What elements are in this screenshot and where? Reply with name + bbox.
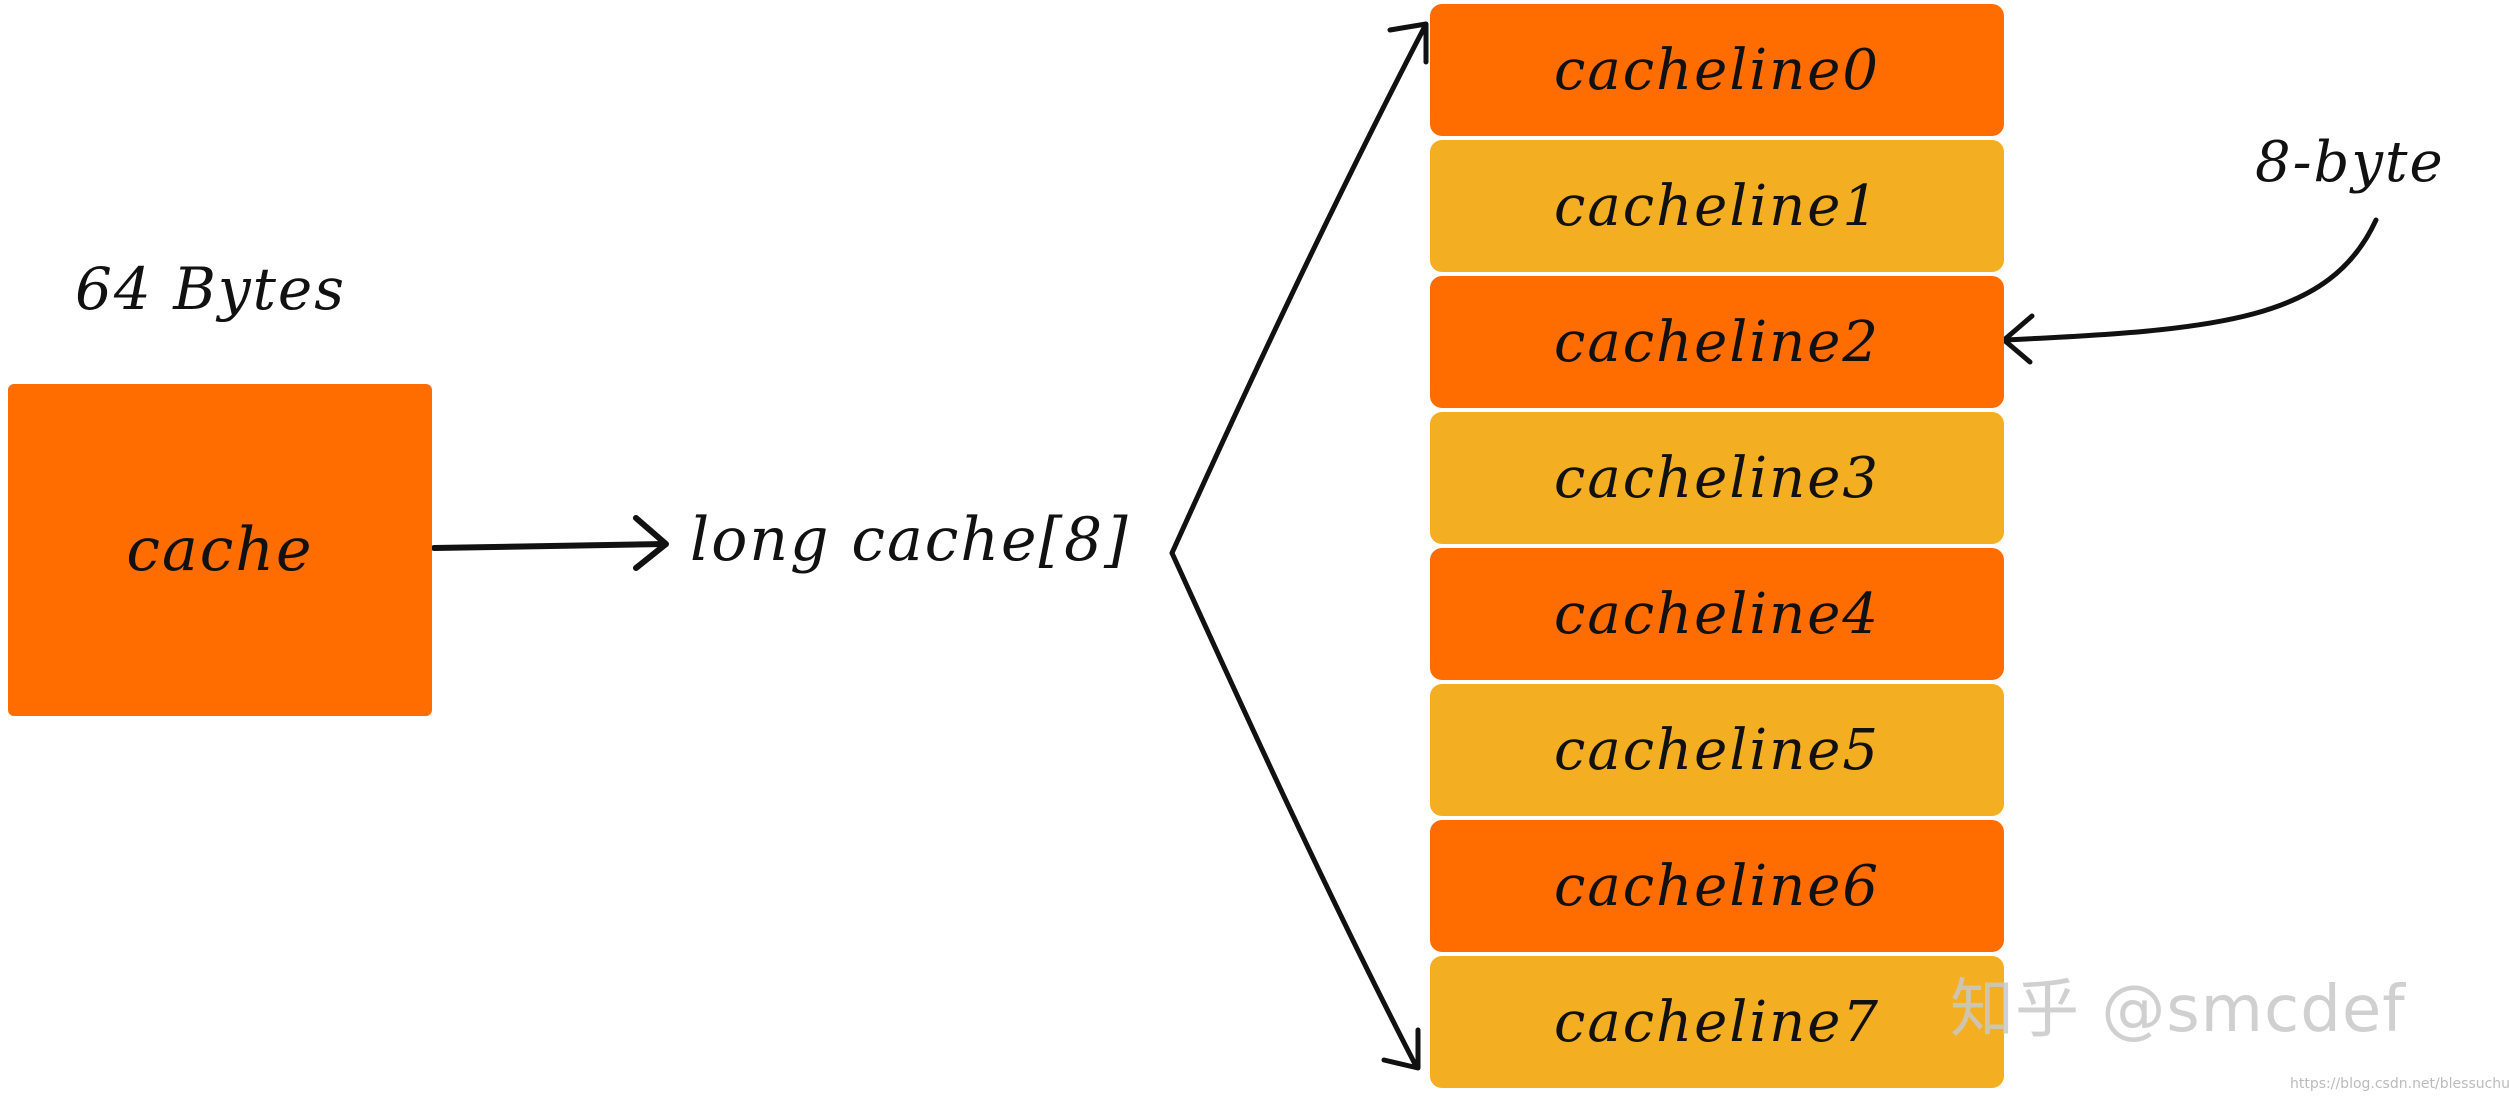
- cacheline-label: cacheline1: [1554, 173, 1880, 239]
- byte-pointer-arrow: [2001, 217, 2379, 343]
- cache-to-array-arrowhead: [633, 515, 669, 571]
- cacheline-6: cacheline6: [1430, 820, 2004, 952]
- byte-pointer-arrowhead: [2001, 313, 2035, 365]
- array-to-first-line-arrow: [1169, 25, 1427, 556]
- cacheline-1: cacheline1: [1430, 140, 2004, 272]
- cacheline-label: cacheline0: [1554, 37, 1880, 103]
- byte-size-label: 8-byte: [2255, 130, 2445, 195]
- cacheline-3: cacheline3: [1430, 412, 2004, 544]
- cacheline-label: cacheline7: [1554, 989, 1880, 1055]
- array-to-first-line-arrowhead: [1387, 21, 1429, 65]
- cacheline-label: cacheline2: [1554, 309, 1880, 375]
- watermark-url: https://blog.csdn.net/blessuchu: [2290, 1076, 2509, 1092]
- array-to-last-line-arrow: [1169, 550, 1419, 1069]
- cacheline-4: cacheline4: [1430, 548, 2004, 680]
- cacheline-label: cacheline4: [1554, 581, 1880, 647]
- cacheline-label: cacheline6: [1554, 853, 1880, 919]
- cacheline-7: cacheline7: [1430, 956, 2004, 1088]
- cache-label: cache: [126, 515, 314, 585]
- array-to-last-line-arrowhead: [1381, 1027, 1421, 1071]
- cacheline-label: cacheline3: [1554, 445, 1880, 511]
- cacheline-2: cacheline2: [1430, 276, 2004, 408]
- watermark: 知乎 @smcdef: [1950, 973, 2406, 1047]
- array-label: long cache[8]: [690, 505, 1130, 575]
- cache-to-array-arrow: [431, 541, 667, 551]
- cacheline-0: cacheline0: [1430, 4, 2004, 136]
- cacheline-label: cacheline5: [1554, 717, 1880, 783]
- cache-box: cache: [8, 384, 432, 716]
- cacheline-5: cacheline5: [1430, 684, 2004, 816]
- size-label: 64 Bytes: [75, 255, 347, 323]
